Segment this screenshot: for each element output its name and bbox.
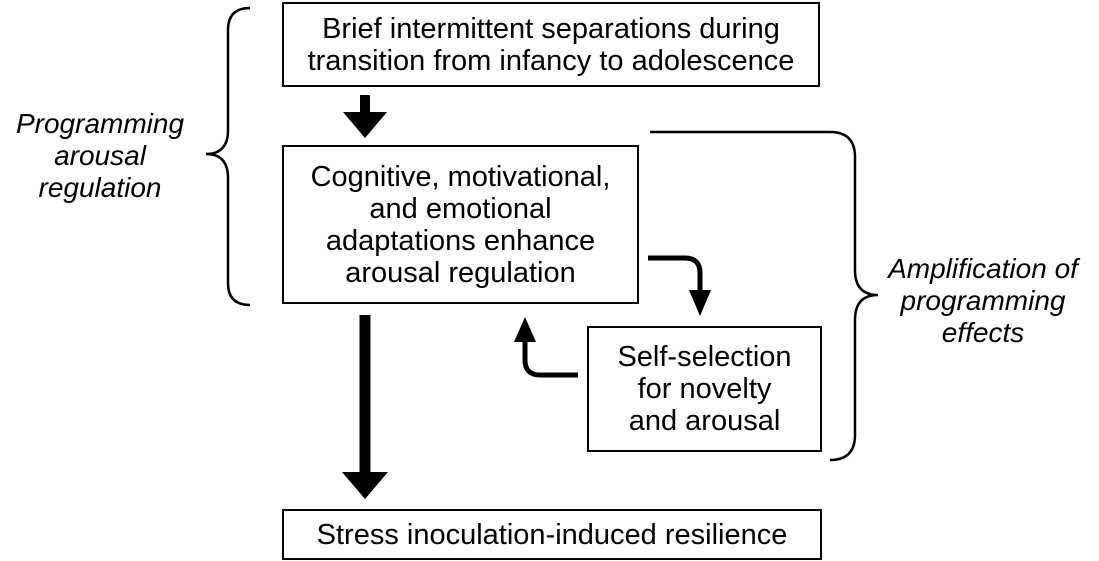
box-adaptations: Cognitive, motivational, and emotional a… [282, 145, 639, 304]
box-adaptations-text: Cognitive, motivational, and emotional a… [310, 160, 611, 289]
box-brief-separations: Brief intermittent separations during tr… [282, 2, 820, 87]
box-resilience: Stress inoculation-induced resilience [282, 509, 822, 560]
arrow-self-selection-to-adaptations [514, 317, 578, 378]
arrow-adaptations-to-self-selection [648, 255, 711, 316]
arrow-separations-to-adaptations [343, 95, 387, 138]
box-brief-separations-text: Brief intermittent separations during tr… [307, 12, 795, 77]
arrow-adaptations-to-resilience [342, 315, 388, 499]
box-self-selection-text: Self-selection for novelty and arousal [617, 341, 792, 437]
amplification-brace [650, 130, 879, 462]
box-self-selection: Self-selection for novelty and arousal [587, 326, 822, 452]
label-amplification-effects: Amplification of programming effects [888, 253, 1078, 348]
box-resilience-text: Stress inoculation-induced resilience [316, 518, 788, 551]
programming-brace [205, 6, 251, 307]
label-programming-arousal-regulation: Programming arousal regulation [15, 108, 185, 203]
